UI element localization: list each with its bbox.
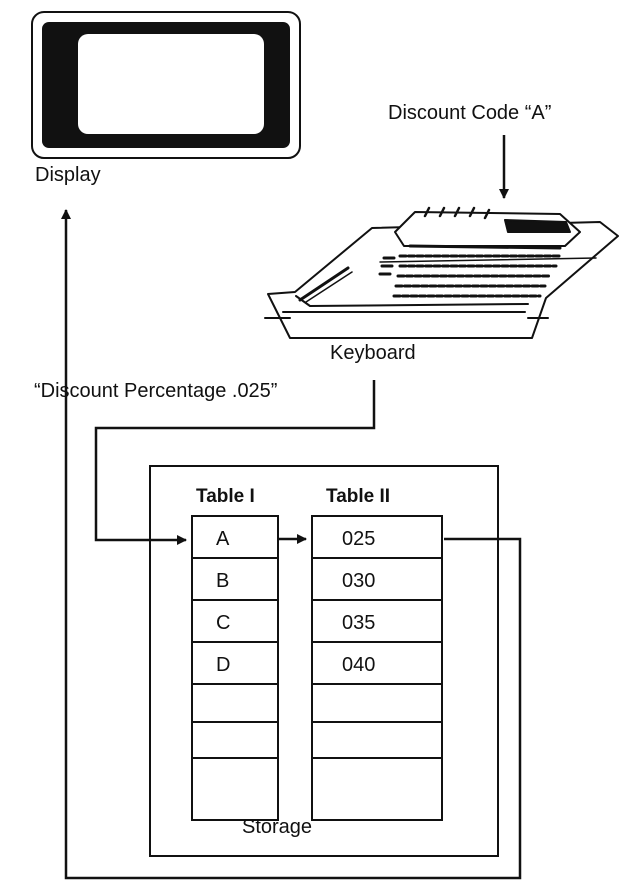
keyboard-terminal-icon bbox=[264, 206, 619, 339]
table2-title: Table II bbox=[326, 486, 391, 507]
discount-code-label: Discount Code “A” bbox=[388, 102, 552, 124]
connectors bbox=[61, 135, 522, 880]
discount-percentage-label: “Discount Percentage .025” bbox=[34, 380, 278, 402]
table2-cell: 030 bbox=[342, 570, 376, 592]
table2-cell: 040 bbox=[342, 654, 376, 676]
storage-box bbox=[149, 465, 499, 857]
table1-cell: D bbox=[216, 654, 231, 676]
table2-grid bbox=[311, 515, 443, 821]
table2-to-display-arrow bbox=[61, 209, 522, 880]
keyboard-to-table1-arrow bbox=[94, 380, 376, 545]
display-monitor-icon bbox=[31, 11, 301, 159]
table1-cell: C bbox=[216, 612, 231, 634]
table1-grid bbox=[191, 515, 279, 821]
table1-cell: A bbox=[216, 528, 230, 550]
table1-cell: B bbox=[216, 570, 230, 592]
table2-cell: 025 bbox=[342, 528, 376, 550]
display-label: Display bbox=[35, 164, 101, 186]
storage-label: Storage bbox=[242, 816, 313, 838]
table1-title: Table I bbox=[196, 486, 255, 507]
table2-cell: 035 bbox=[342, 612, 376, 634]
keyboard-label: Keyboard bbox=[330, 342, 416, 364]
